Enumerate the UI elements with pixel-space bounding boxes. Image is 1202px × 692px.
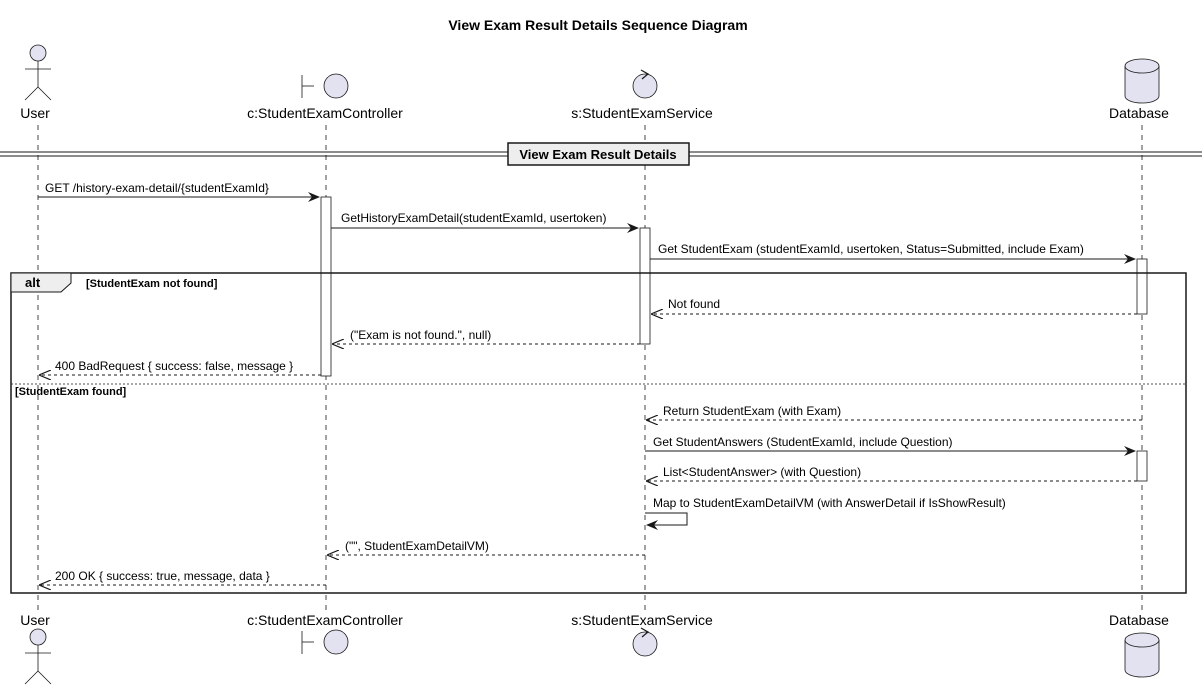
participant-label: User — [20, 105, 50, 121]
actor-icon — [24, 44, 52, 101]
message-2: GetHistoryExamDetail(studentExamId, user… — [331, 211, 639, 233]
actor-icon — [24, 628, 52, 685]
message-label: List<StudentAnswer> (with Question) — [663, 465, 861, 479]
participant-controller-top: c:StudentExamController — [247, 73, 403, 121]
fragment-guard-1: [StudentExam not found] — [86, 278, 218, 290]
message-label: Map to StudentExamDetailVM (with AnswerD… — [653, 496, 1006, 510]
diagram-title: View Exam Result Details Sequence Diagra… — [448, 17, 747, 33]
message-1: GET /history-exam-detail/{studentExamId} — [38, 181, 320, 202]
divider-label: View Exam Result Details — [519, 147, 676, 162]
participant-service-bottom: s:StudentExamService — [571, 612, 713, 657]
message-label: Return StudentExam (with Exam) — [663, 404, 841, 418]
control-icon — [632, 69, 658, 99]
message-label: Get StudentExam (studentExamId, usertoke… — [658, 242, 1084, 256]
fragment-guard-2: [StudentExam found] — [15, 386, 127, 398]
activation-database-2 — [1136, 450, 1148, 482]
message-label: ("", StudentExamDetailVM) — [345, 539, 489, 553]
divider: View Exam Result Details — [0, 142, 1202, 166]
participant-label: c:StudentExamController — [247, 612, 403, 628]
fragment-keyword: alt — [25, 275, 41, 290]
activation-controller — [320, 196, 332, 377]
activation-database-1 — [1136, 258, 1148, 315]
message-label: 200 OK { success: true, message, data } — [55, 569, 270, 583]
participant-label: c:StudentExamController — [247, 105, 403, 121]
message-label: Get StudentAnswers (StudentExamId, inclu… — [653, 435, 953, 449]
control-icon — [632, 627, 658, 657]
message-3: Get StudentExam (studentExamId, usertoke… — [650, 242, 1136, 264]
message-6: 400 BadRequest { success: false, message… — [40, 359, 321, 375]
alt-fragment: alt [StudentExam not found] [StudentExam… — [10, 272, 1187, 594]
participant-user-bottom: User — [20, 612, 52, 685]
participant-label: User — [20, 612, 50, 628]
message-8: Get StudentAnswers (StudentExamId, inclu… — [645, 435, 1136, 456]
participant-label: Database — [1109, 105, 1169, 121]
message-7: Return StudentExam (with Exam) — [647, 404, 1142, 420]
participant-label: s:StudentExamService — [571, 612, 713, 628]
boundary-icon — [301, 73, 349, 99]
participant-database-top: Database — [1109, 58, 1169, 121]
message-label: GetHistoryExamDetail(studentExamId, user… — [341, 211, 606, 225]
message-label: 400 BadRequest { success: false, message… — [55, 359, 293, 373]
activation-service — [639, 227, 651, 345]
boundary-icon — [301, 629, 349, 655]
participant-label: Database — [1109, 612, 1169, 628]
message-4: Not found — [652, 297, 1137, 314]
message-11: ("", StudentExamDetailVM) — [328, 539, 645, 555]
message-9: List<StudentAnswer> (with Question) — [647, 465, 1137, 481]
message-12: 200 OK { success: true, message, data } — [40, 569, 326, 585]
message-label: ("Exam is not found.", null) — [350, 328, 491, 342]
database-icon — [1124, 58, 1160, 104]
participant-service-top: s:StudentExamService — [571, 69, 713, 121]
message-5: ("Exam is not found.", null) — [333, 328, 640, 344]
message-label: Not found — [668, 297, 720, 311]
message-label: GET /history-exam-detail/{studentExamId} — [45, 181, 269, 195]
participant-user-top: User — [20, 44, 52, 121]
database-icon — [1124, 632, 1160, 678]
message-10: Map to StudentExamDetailVM (with AnswerD… — [645, 496, 1006, 530]
participant-controller-bottom: c:StudentExamController — [247, 612, 403, 655]
participant-database-bottom: Database — [1109, 612, 1169, 678]
participant-label: s:StudentExamService — [571, 105, 713, 121]
